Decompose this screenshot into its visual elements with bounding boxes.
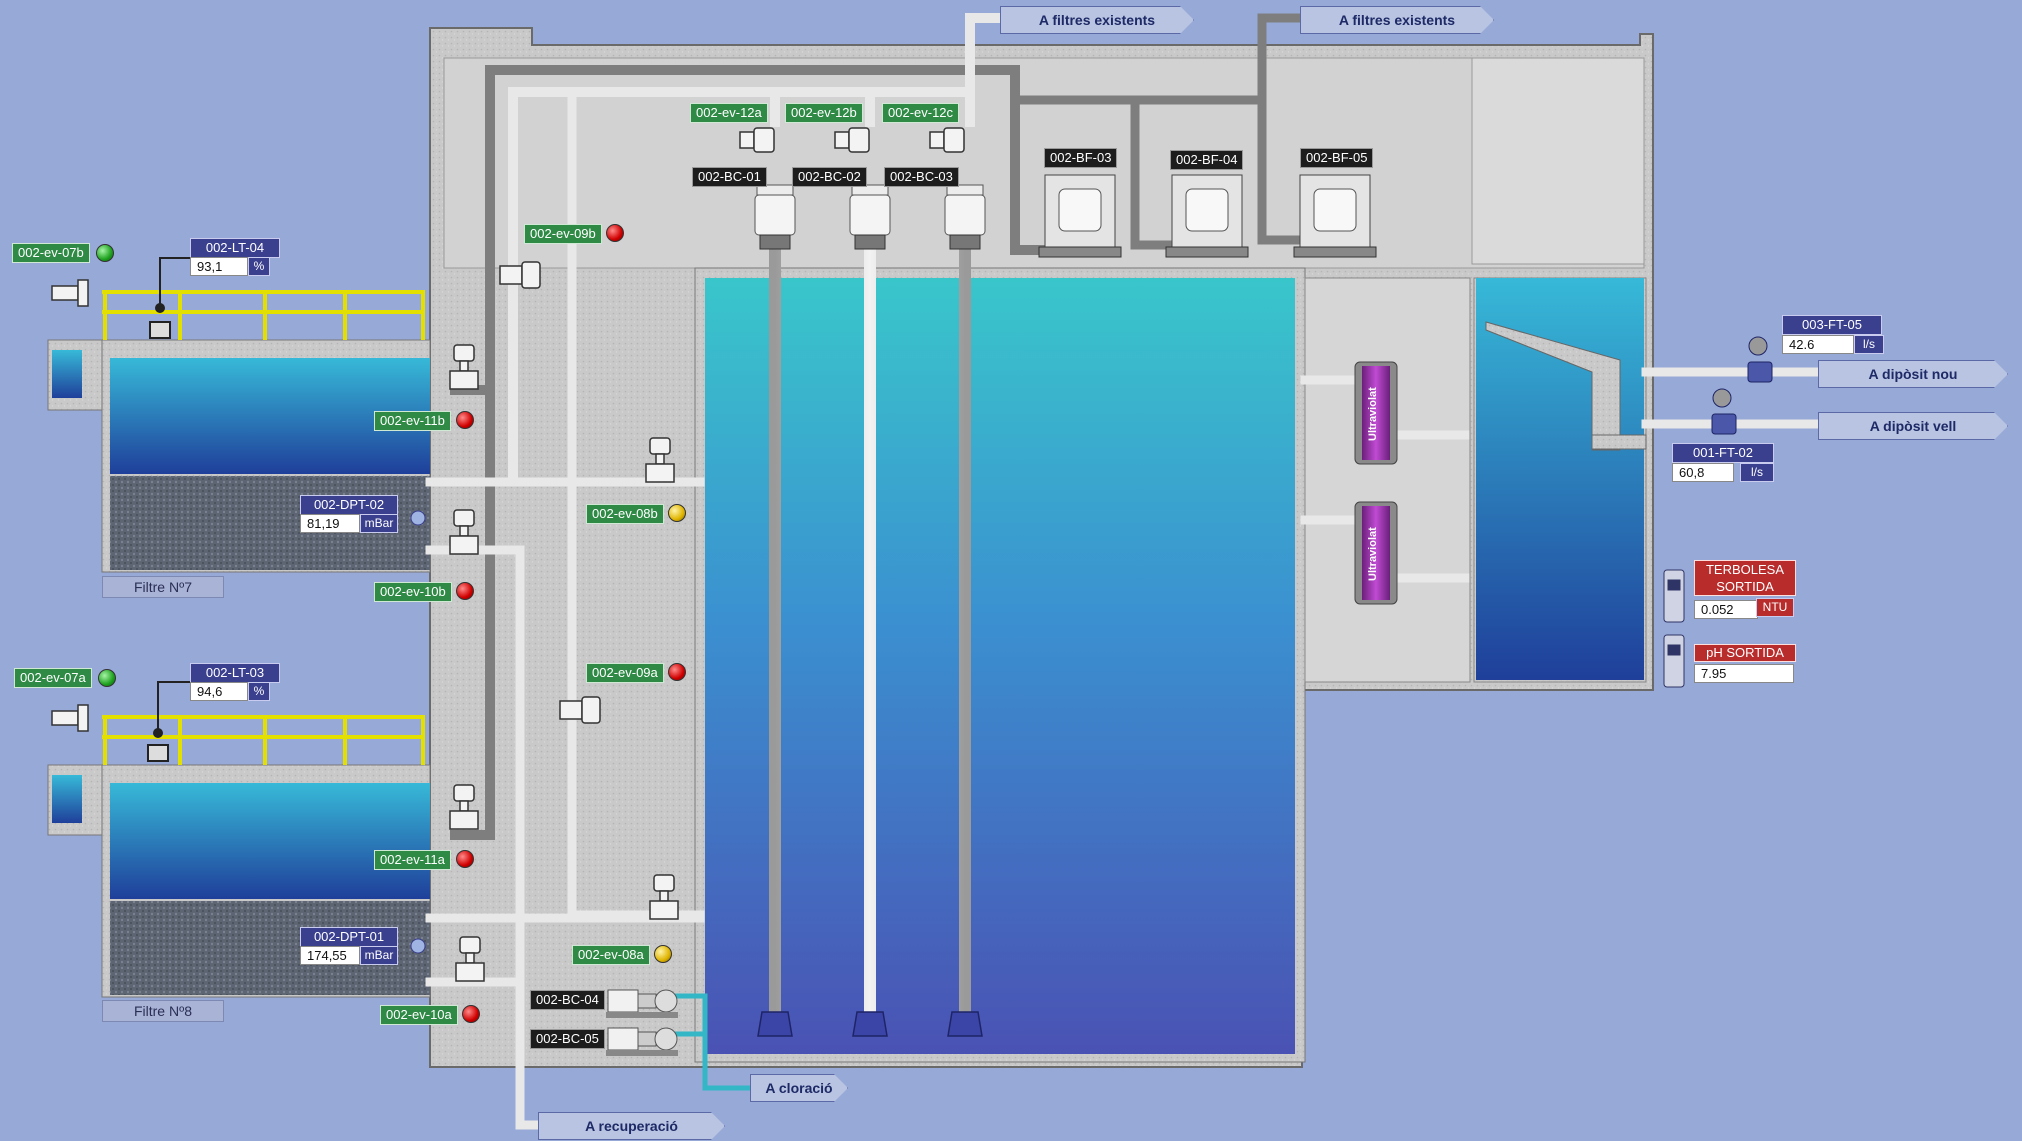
to-recovery-label: A recuperació (538, 1112, 725, 1140)
valve-status-ev08a (654, 945, 672, 963)
valve-status-ev08b (668, 504, 686, 522)
valve-tag-ev07a[interactable]: 002-ev-07a (14, 668, 92, 688)
dp-tag-dpt01: 002-DPT-01 (300, 927, 398, 947)
filter-tag-bf04[interactable]: 002-BF-04 (1170, 150, 1243, 170)
pump-tag-bc02[interactable]: 002-BC-02 (792, 167, 867, 187)
valve-tag-ev12c[interactable]: 002-ev-12c (882, 103, 959, 123)
valve-tag-ev11a[interactable]: 002-ev-11a (374, 850, 451, 870)
dp-unit-dpt02: mBar (360, 514, 398, 533)
level-tag-lt03: 002-LT-03 (190, 663, 280, 683)
ph-title: pH SORTIDA (1694, 644, 1796, 662)
pump-tag-bc05[interactable]: 002-BC-05 (530, 1029, 605, 1049)
level-value-lt03: 94,6 (190, 682, 248, 701)
vertical-pumps (755, 185, 985, 249)
pump-tag-bc04[interactable]: 002-BC-04 (530, 990, 605, 1010)
valve-status-ev09b (606, 224, 624, 242)
valve-tag-ev08a[interactable]: 002-ev-08a (572, 945, 650, 965)
turbidity-title: TERBOLESA SORTIDA (1694, 560, 1796, 596)
flow-value-ft05: 42.6 (1782, 335, 1854, 354)
flow-tag-ft02: 001-FT-02 (1672, 443, 1774, 463)
level-sensor-lt03 (148, 682, 195, 761)
ph-value: 7.95 (1694, 664, 1794, 683)
level-value-lt04: 93,1 (190, 257, 248, 276)
valve-tag-ev08b[interactable]: 002-ev-08b (586, 504, 664, 524)
valve-tag-ev12a[interactable]: 002-ev-12a (690, 103, 768, 123)
dp-tag-dpt02: 002-DPT-02 (300, 495, 398, 515)
pump-tag-bc01[interactable]: 002-BC-01 (692, 167, 767, 187)
flow-tag-ft05: 003-FT-05 (1782, 315, 1882, 335)
valve-tag-ev07b[interactable]: 002-ev-07b (12, 243, 90, 263)
flow-meter-symbols (1712, 337, 1772, 434)
valve-status-ev09a (668, 663, 686, 681)
filter-8-name: Filtre Nº8 (102, 1000, 224, 1022)
filter-tag-bf05[interactable]: 002-BF-05 (1300, 148, 1373, 168)
valve-tag-ev12b[interactable]: 002-ev-12b (785, 103, 863, 123)
level-tag-lt04: 002-LT-04 (190, 238, 280, 258)
dp-unit-dpt01: mBar (360, 946, 398, 965)
valve-status-ev11b (456, 411, 474, 429)
flow-unit-ft02: l/s (1740, 463, 1774, 482)
level-unit-lt04: % (248, 257, 270, 276)
turbidity-unit: NTU (1756, 598, 1794, 617)
uv-reactor-1-label: Ultraviolat (1367, 372, 1385, 456)
valve-tag-ev09a[interactable]: 002-ev-09a (586, 663, 664, 683)
valve-status-ev11a (456, 850, 474, 868)
to-new-tank-label: A dipòsit nou (1818, 360, 2008, 388)
filter-7-name: Filtre Nº7 (102, 576, 224, 598)
valve-status-ev10b (456, 582, 474, 600)
to-old-tank-label: A dipòsit vell (1818, 412, 2008, 440)
to-existing-filters-label-2: A filtres existents (1300, 6, 1494, 34)
filter-tag-bf03[interactable]: 002-BF-03 (1044, 148, 1117, 168)
valve-status-ev07b (96, 244, 114, 262)
to-existing-filters-label-1: A filtres existents (1000, 6, 1194, 34)
level-unit-lt03: % (248, 682, 270, 701)
dp-value-dpt02: 81,19 (300, 514, 360, 533)
valve-tag-ev11b[interactable]: 002-ev-11b (374, 411, 451, 431)
turbidity-value: 0.052 (1694, 600, 1758, 619)
analyzer-devices (1664, 570, 1684, 687)
pump-tag-bc03[interactable]: 002-BC-03 (884, 167, 959, 187)
dp-value-dpt01: 174,55 (300, 946, 360, 965)
valve-tag-ev10b[interactable]: 002-ev-10b (374, 582, 452, 602)
to-chlorination-label: A cloració (750, 1074, 848, 1102)
flow-unit-ft05: l/s (1854, 335, 1884, 354)
level-sensor-lt04 (150, 258, 195, 338)
valve-status-ev07a (98, 669, 116, 687)
valve-status-ev10a (462, 1005, 480, 1023)
uv-reactor-2-label: Ultraviolat (1367, 512, 1385, 596)
booster-filter-units (1039, 175, 1376, 257)
valve-tag-ev09b[interactable]: 002-ev-09b (524, 224, 602, 244)
valve-tag-ev10a[interactable]: 002-ev-10a (380, 1005, 458, 1025)
flow-value-ft02: 60,8 (1672, 463, 1734, 482)
